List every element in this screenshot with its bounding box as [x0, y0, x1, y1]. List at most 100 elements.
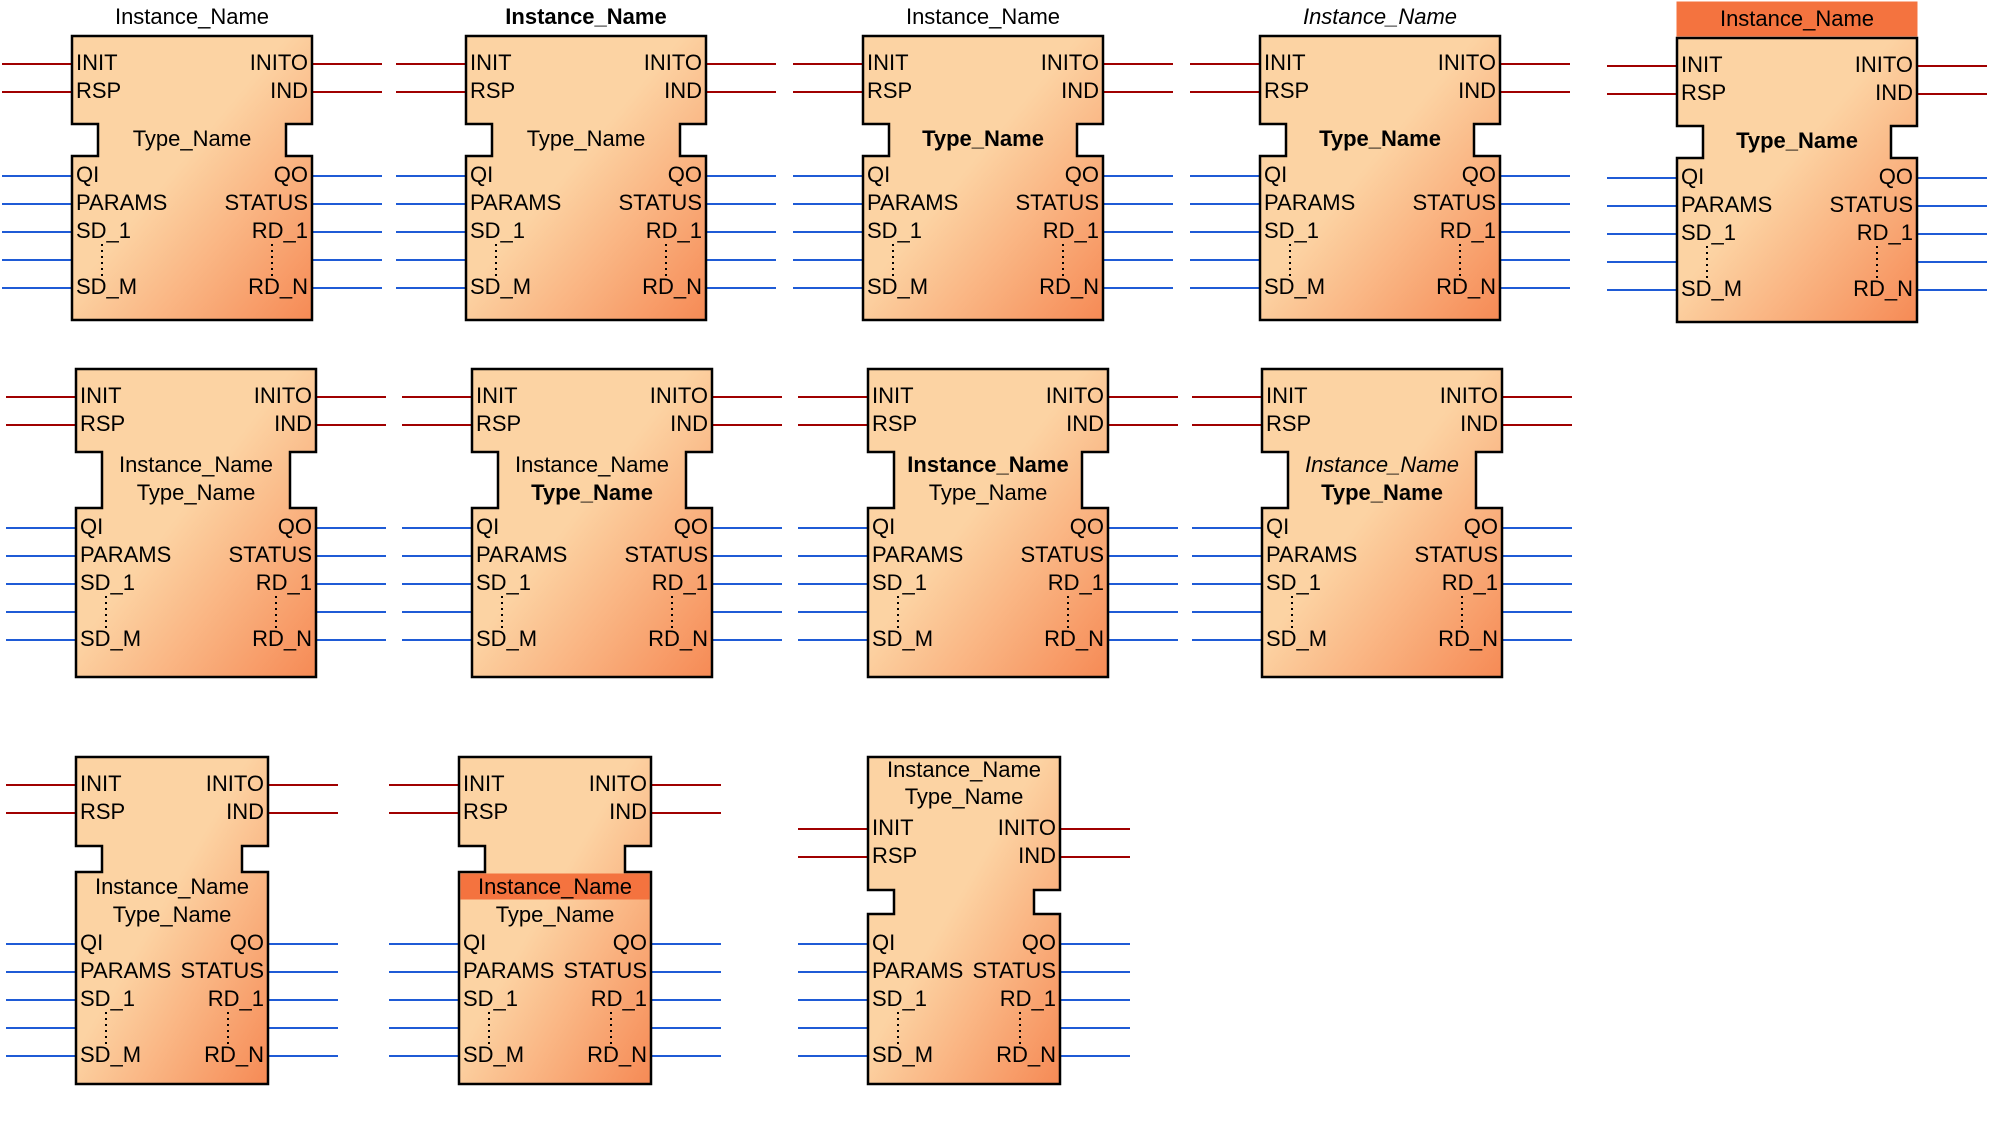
- type-name: Type_Name: [496, 902, 615, 927]
- data-output-label: STATUS: [228, 542, 312, 567]
- data-output-label: QO: [1462, 162, 1496, 187]
- event-output-label: IND: [609, 799, 647, 824]
- event-input-label: RSP: [463, 799, 508, 824]
- type-name: Type_Name: [1319, 126, 1441, 151]
- data-input-label: SD_1: [80, 986, 135, 1011]
- data-input-label: SD_M: [872, 626, 933, 651]
- event-input-label: RSP: [1681, 80, 1726, 105]
- block-body[interactable]: [1258, 34, 1502, 322]
- event-input-label: INIT: [867, 50, 909, 75]
- event-output-label: INITO: [1041, 50, 1099, 75]
- type-name: Type_Name: [113, 902, 232, 927]
- instance-name: Instance_Name: [119, 452, 273, 477]
- block-body[interactable]: [866, 367, 1110, 679]
- data-input-label: QI: [872, 514, 895, 539]
- data-input-label: SD_1: [463, 986, 518, 1011]
- event-input-label: INIT: [76, 50, 118, 75]
- block-body[interactable]: [866, 755, 1062, 1086]
- data-output-label: QO: [278, 514, 312, 539]
- type-name: Type_Name: [1321, 480, 1443, 505]
- block-body[interactable]: [74, 755, 270, 1086]
- event-output-label: INITO: [1855, 52, 1913, 77]
- type-name: Type_Name: [922, 126, 1044, 151]
- instance-name: Instance_Name: [115, 4, 269, 29]
- block-body[interactable]: [70, 34, 314, 322]
- data-output-label: QO: [668, 162, 702, 187]
- event-input-label: RSP: [1266, 411, 1311, 436]
- data-input-label: SD_1: [872, 570, 927, 595]
- data-output-label: RD_1: [256, 570, 312, 595]
- data-input-label: SD_M: [470, 274, 531, 299]
- data-input-label: PARAMS: [470, 190, 561, 215]
- data-input-label: QI: [1264, 162, 1287, 187]
- data-output-label: RD_1: [1442, 570, 1498, 595]
- data-input-label: QI: [1681, 164, 1704, 189]
- data-output-label: RD_1: [1440, 218, 1496, 243]
- event-input-label: INIT: [80, 383, 122, 408]
- event-input-label: RSP: [80, 411, 125, 436]
- data-output-label: STATUS: [618, 190, 702, 215]
- data-output-label: QO: [1879, 164, 1913, 189]
- type-name: Type_Name: [929, 480, 1048, 505]
- data-input-label: PARAMS: [872, 958, 963, 983]
- event-output-label: IND: [664, 78, 702, 103]
- data-input-label: SD_M: [1266, 626, 1327, 651]
- data-input-label: PARAMS: [1681, 192, 1772, 217]
- data-output-label: RD_N: [587, 1042, 647, 1067]
- event-output-label: INITO: [1438, 50, 1496, 75]
- data-output-label: QO: [274, 162, 308, 187]
- data-output-label: QO: [230, 930, 264, 955]
- block-body[interactable]: [1260, 367, 1504, 679]
- data-input-label: SD_1: [1266, 570, 1321, 595]
- instance-name: Instance_Name: [887, 757, 1041, 782]
- data-output-label: RD_1: [591, 986, 647, 1011]
- type-name: Type_Name: [527, 126, 646, 151]
- data-input-label: SD_M: [76, 274, 137, 299]
- event-input-label: INIT: [463, 771, 505, 796]
- event-input-label: RSP: [470, 78, 515, 103]
- data-input-label: SD_1: [1681, 220, 1736, 245]
- data-input-label: SD_M: [1681, 276, 1742, 301]
- event-input-label: RSP: [476, 411, 521, 436]
- data-input-label: SD_1: [76, 218, 131, 243]
- event-input-label: INIT: [470, 50, 512, 75]
- block-body[interactable]: [464, 34, 708, 322]
- instance-name: Instance_Name: [505, 4, 666, 29]
- event-output-label: IND: [270, 78, 308, 103]
- data-input-label: SD_1: [1264, 218, 1319, 243]
- instance-name: Instance_Name: [907, 452, 1068, 477]
- event-input-label: RSP: [1264, 78, 1309, 103]
- instance-name: Instance_Name: [906, 4, 1060, 29]
- data-input-label: SD_M: [867, 274, 928, 299]
- instance-name-highlight: [460, 873, 650, 900]
- block-body[interactable]: [470, 367, 714, 679]
- data-output-label: RD_N: [1438, 626, 1498, 651]
- block-body[interactable]: [74, 367, 318, 679]
- data-input-label: QI: [476, 514, 499, 539]
- block-body[interactable]: [1675, 36, 1919, 324]
- type-name: Type_Name: [905, 784, 1024, 809]
- block-body[interactable]: [457, 755, 653, 1086]
- data-output-label: QO: [674, 514, 708, 539]
- event-output-label: INITO: [1046, 383, 1104, 408]
- data-input-label: PARAMS: [76, 190, 167, 215]
- data-input-label: QI: [463, 930, 486, 955]
- event-input-label: INIT: [872, 383, 914, 408]
- data-output-label: RD_1: [1048, 570, 1104, 595]
- data-output-label: STATUS: [563, 958, 647, 983]
- event-output-label: IND: [1061, 78, 1099, 103]
- data-input-label: PARAMS: [463, 958, 554, 983]
- data-output-label: STATUS: [1015, 190, 1099, 215]
- instance-name: Instance_Name: [1720, 6, 1874, 31]
- data-input-label: PARAMS: [80, 542, 171, 567]
- data-output-label: RD_1: [252, 218, 308, 243]
- data-output-label: RD_N: [248, 274, 308, 299]
- block-body[interactable]: [861, 34, 1105, 322]
- event-output-label: IND: [1875, 80, 1913, 105]
- data-output-label: QO: [1065, 162, 1099, 187]
- data-input-label: PARAMS: [872, 542, 963, 567]
